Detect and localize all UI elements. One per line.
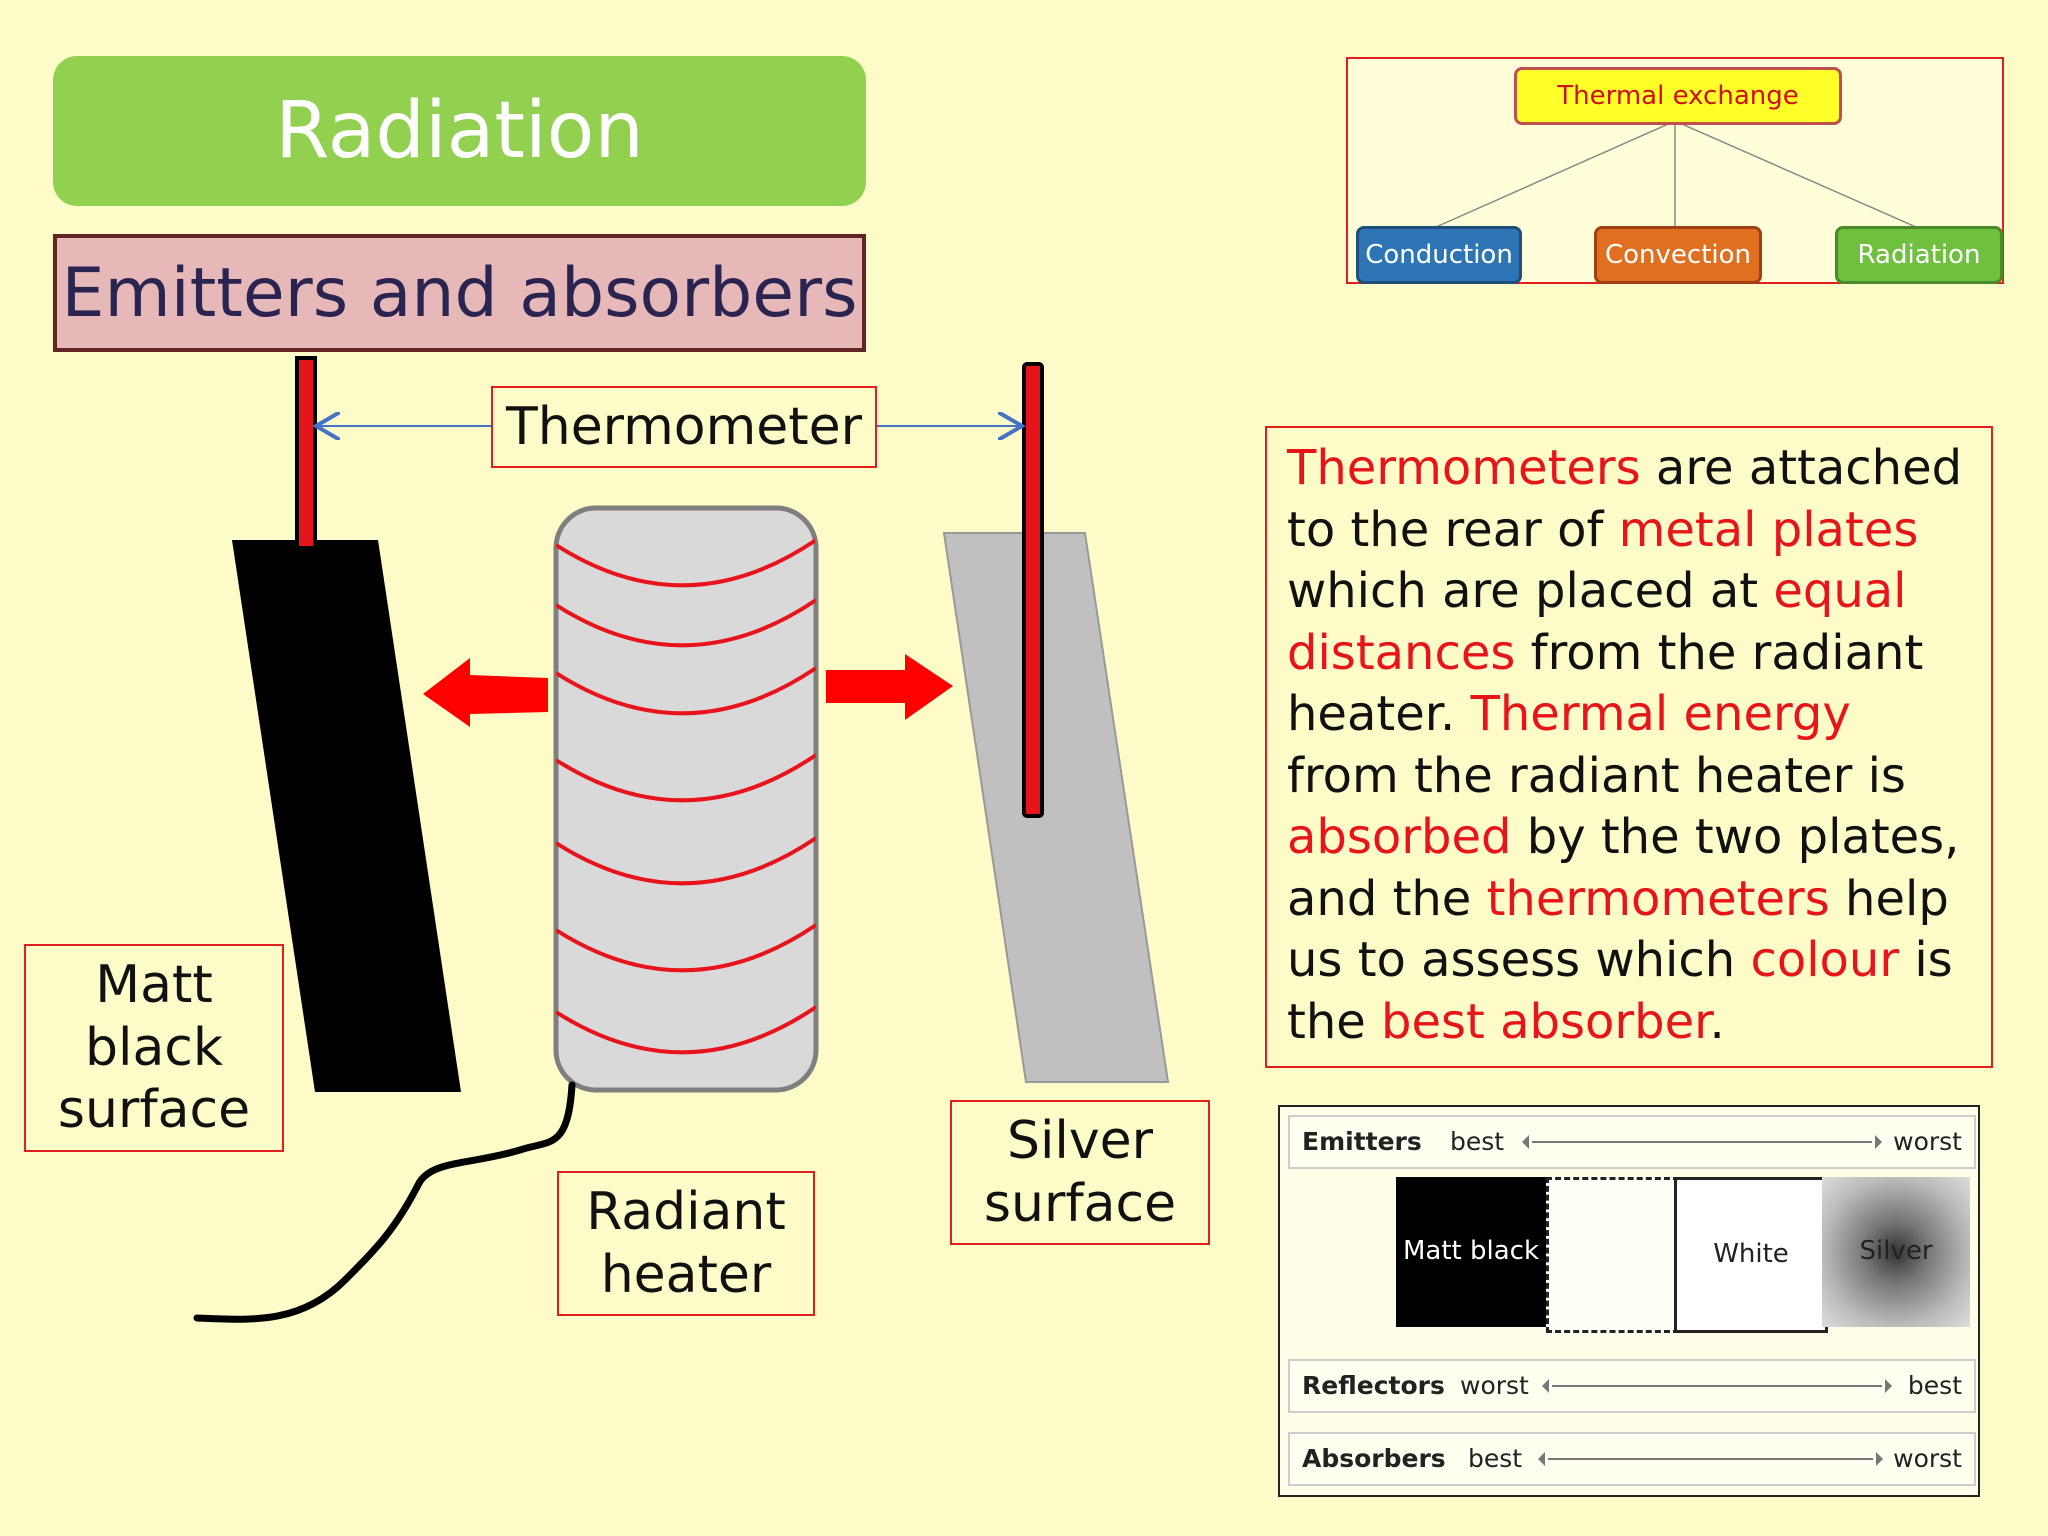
reflectors-label: Reflectors bbox=[1302, 1371, 1445, 1400]
hierarchy-node-radiation: Radiation bbox=[1835, 226, 2003, 284]
paragraph-segment: help us to assess which bbox=[1287, 870, 1949, 989]
matt-black-plate bbox=[232, 540, 461, 1092]
paragraph-segment: colour bbox=[1750, 932, 1900, 988]
page-subtitle: Emitters and absorbers bbox=[53, 234, 866, 352]
paragraph-segment: best absorber bbox=[1381, 993, 1710, 1050]
absorbers-row: Absorbers best worst bbox=[1288, 1432, 1976, 1486]
paragraph-segment: are attached to the rear of bbox=[1287, 440, 1963, 558]
right-thermometer bbox=[1022, 362, 1044, 818]
swatch-blank bbox=[1546, 1177, 1679, 1333]
reflectors-low-label: worst bbox=[1460, 1371, 1529, 1400]
paragraph-segment: equal distances bbox=[1287, 563, 1907, 681]
emitters-row: Emitters best worst bbox=[1288, 1115, 1976, 1169]
absorbers-label: Absorbers bbox=[1302, 1444, 1446, 1473]
paragraph-segment: from the radiant heater. bbox=[1287, 624, 1924, 743]
silver-plate bbox=[942, 532, 1170, 1083]
paragraph-segment: is the bbox=[1287, 932, 1953, 1050]
emitters-high-label: worst bbox=[1893, 1127, 1962, 1156]
reflectors-scale-arrow bbox=[1542, 1379, 1892, 1393]
emitters-scale-arrow bbox=[1522, 1135, 1882, 1149]
emitter-absorber-reference: Emitters best worst Matt black White Sil… bbox=[1278, 1105, 1980, 1497]
thermal-exchange-hierarchy: Thermal exchange Conduction Convection R… bbox=[1346, 57, 2004, 284]
hierarchy-node-convection: Convection bbox=[1594, 226, 1762, 284]
swatch-matt-black: Matt black bbox=[1396, 1177, 1546, 1327]
paragraph-segment: thermometers bbox=[1486, 870, 1830, 927]
radiation-arrow-left bbox=[423, 658, 548, 727]
paragraph-segment: metal plates bbox=[1618, 501, 1919, 558]
page-title: Radiation bbox=[53, 56, 866, 206]
absorbers-low-label: best bbox=[1468, 1444, 1523, 1473]
left-thermometer bbox=[295, 356, 317, 550]
paragraph-segment: Thermometers bbox=[1287, 440, 1641, 496]
hierarchy-connectors bbox=[1435, 120, 1917, 228]
explanation-paragraph: Thermometers are attached to the rear of… bbox=[1265, 426, 1993, 1068]
absorbers-high-label: worst bbox=[1893, 1444, 1962, 1473]
paragraph-segment: . bbox=[1709, 993, 1725, 1050]
paragraph-segment: by the two plates, and the bbox=[1287, 809, 1960, 927]
emitters-low-label: best bbox=[1450, 1127, 1505, 1156]
heater-coils bbox=[556, 538, 816, 1055]
heater-power-cable bbox=[193, 1081, 576, 1323]
silver-surface-label: Silver surface bbox=[950, 1100, 1210, 1245]
swatch-white: White bbox=[1674, 1177, 1828, 1333]
thermometer-label: Thermometer bbox=[491, 386, 877, 468]
paragraph-segment: absorbed bbox=[1287, 809, 1512, 865]
swatch-silver: Silver bbox=[1822, 1177, 1970, 1327]
hierarchy-node-conduction: Conduction bbox=[1356, 226, 1522, 284]
reflectors-row: Reflectors worst best bbox=[1288, 1359, 1976, 1413]
radiant-heater-label: Radiant heater bbox=[557, 1171, 815, 1316]
paragraph-segment: Thermal energy bbox=[1470, 686, 1851, 742]
emitters-label: Emitters bbox=[1302, 1127, 1422, 1156]
matt-black-surface-label: Matt black surface bbox=[24, 944, 284, 1152]
radiation-arrow-right bbox=[826, 654, 953, 720]
hierarchy-root-node: Thermal exchange bbox=[1514, 67, 1842, 125]
paragraph-segment: from the radiant heater is bbox=[1287, 747, 1906, 804]
absorbers-scale-arrow bbox=[1538, 1452, 1883, 1466]
reflectors-high-label: best bbox=[1907, 1371, 1962, 1400]
paragraph-segment: which are placed at bbox=[1287, 563, 1774, 619]
